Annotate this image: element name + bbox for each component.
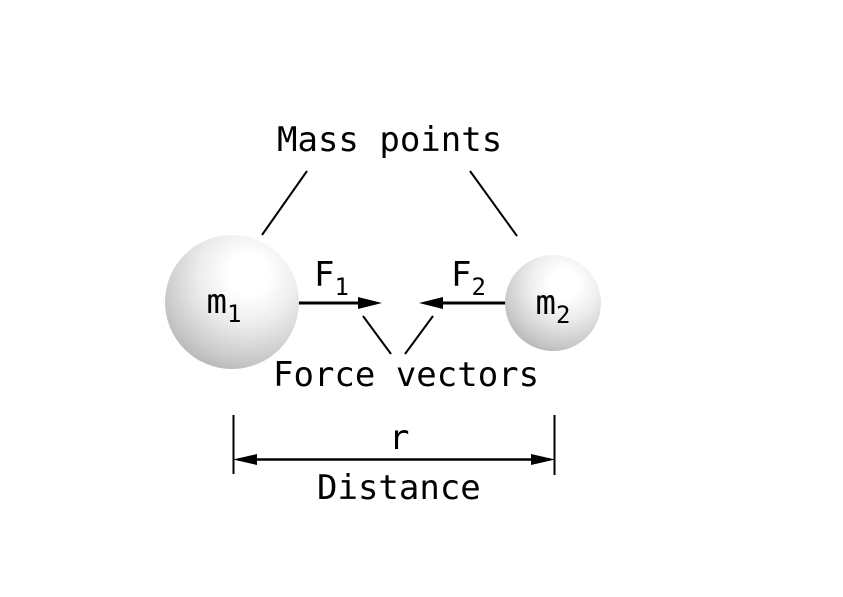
distance-label: Distance <box>317 468 481 508</box>
mass-sphere-m2: m2 <box>505 255 601 351</box>
distance-symbol-label: r <box>389 418 410 458</box>
force-label-f1: F1 <box>314 255 349 299</box>
mass-label-m1: m1 <box>206 282 242 326</box>
mass-points-label: Mass points <box>277 120 503 160</box>
mass-label-m2: m2 <box>535 283 571 327</box>
dimension-arrowhead-right-icon <box>531 454 555 465</box>
force-label-f2-base: F <box>451 255 472 295</box>
force-vectors-label: Force vectors <box>273 355 540 395</box>
force-label-f1-subscript: 1 <box>334 273 349 301</box>
force-label-f2-subscript: 2 <box>471 273 486 301</box>
mass-label-m2-subscript: 2 <box>556 301 571 329</box>
force-label-f2: F2 <box>451 255 486 299</box>
mass-label-m1-base: m <box>206 282 228 322</box>
leader-line-mass-right <box>469 170 518 237</box>
dimension-arrowhead-left-icon <box>233 454 257 465</box>
leader-line-force-left <box>362 315 392 355</box>
mass-sphere-m1: m1 <box>165 235 299 369</box>
force-label-f1-base: F <box>314 255 335 295</box>
mass-label-m2-base: m <box>535 283 557 323</box>
force-vector-f1-arrowhead-icon <box>358 297 382 309</box>
force-vector-f2-arrowhead-icon <box>419 297 443 309</box>
mass-label-m1-subscript: 1 <box>227 300 242 328</box>
leader-line-mass-left <box>261 170 308 236</box>
leader-line-force-right <box>404 315 434 355</box>
